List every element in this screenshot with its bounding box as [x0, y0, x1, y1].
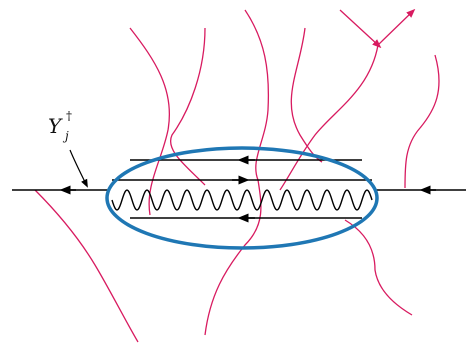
soft-line-6: [279, 44, 379, 191]
interaction-blob: [105, 146, 379, 250]
vertex-branch-right: [377, 8, 416, 46]
vertex-branch-left: [339, 9, 382, 49]
label-pointer-arrow: [69, 149, 88, 188]
operator-label: Y: [48, 114, 62, 138]
soft-line-8: [344, 219, 413, 316]
soft-line-4: [204, 9, 270, 336]
soft-line-7: [404, 54, 440, 189]
operator-label-subscript: j: [65, 129, 69, 143]
photon-wavy-line: [111, 189, 373, 211]
operator-label-superscript: †: [66, 109, 72, 123]
soft-line-2: [129, 27, 170, 216]
soft-line-1: [34, 189, 139, 343]
soft-line-5: [290, 27, 323, 163]
soft-line-3: [169, 27, 206, 186]
